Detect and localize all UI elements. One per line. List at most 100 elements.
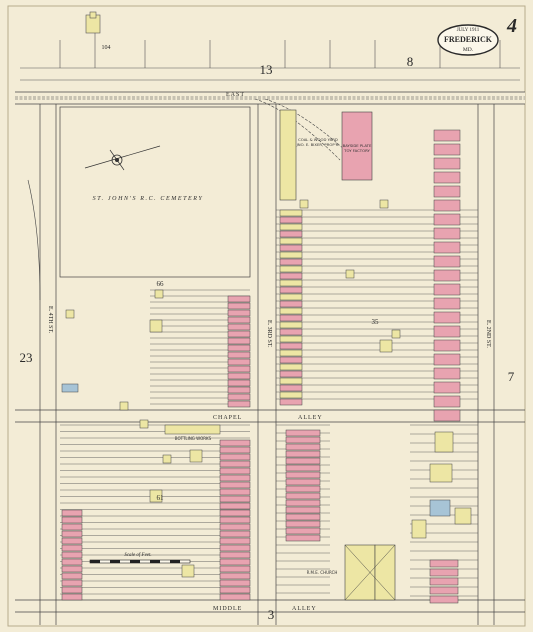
brick-dwelling: [219, 516, 251, 524]
shed: [149, 319, 163, 333]
brick-dwelling: [433, 227, 461, 240]
brick-dwelling: [429, 568, 459, 577]
brick-dwelling: [429, 586, 459, 595]
brick-dwelling: [61, 586, 83, 594]
brick-dwelling: [227, 330, 251, 338]
brick-dwelling: [433, 297, 461, 310]
dwelling: [279, 314, 303, 322]
dwelling: [279, 384, 303, 392]
brick-dwelling: [285, 513, 321, 521]
dwelling: [279, 377, 303, 385]
e4th-street-label: E. 4TH ST.: [47, 306, 53, 334]
outbuilding: [119, 401, 129, 411]
north-building-ell: [89, 11, 97, 19]
factory-label-1: BAYSIDE PLATE: [343, 143, 372, 148]
dwelling: [279, 328, 303, 336]
shed: [379, 339, 393, 353]
frame-house: [411, 519, 427, 539]
curved-track: [27, 179, 41, 301]
block-66: 66: [157, 280, 165, 288]
brick-dwelling: [433, 129, 461, 142]
church-x-2: [344, 544, 396, 601]
dwelling: [279, 223, 303, 231]
shed: [149, 489, 163, 503]
brick-dwelling: [219, 495, 251, 503]
date-label: JULY 1911: [457, 28, 480, 33]
brick-dwelling: [61, 544, 83, 552]
coal-shed: [279, 109, 297, 201]
shed: [181, 564, 195, 578]
block-35: 35: [372, 318, 380, 326]
dwelling: [279, 335, 303, 343]
sheet-ref-8: 8: [407, 54, 414, 69]
brick-dwelling: [227, 365, 251, 373]
brick-dwelling: [433, 311, 461, 324]
brick-dwelling: [227, 393, 251, 401]
brick-dwelling: [227, 351, 251, 359]
sheet-ref-3: 3: [268, 607, 275, 622]
brick-dwelling: [61, 530, 83, 538]
dwelling: [279, 279, 303, 287]
buildings: [61, 129, 472, 604]
brick-dwelling: [219, 537, 251, 545]
scale-label: Scale of Feet.: [124, 553, 151, 558]
cemetery-label: ST. JOHN'S R.C. CEMETERY: [93, 196, 204, 202]
brick-dwelling: [219, 586, 251, 594]
outbuilding: [65, 309, 75, 319]
dwelling: [279, 349, 303, 357]
brick-dwelling: [219, 488, 251, 496]
brick-dwelling: [227, 379, 251, 387]
brick-dwelling: [429, 595, 459, 604]
brick-dwelling: [429, 577, 459, 586]
brick-dwelling: [61, 579, 83, 587]
east-street: [15, 91, 525, 161]
brick-dwelling: [219, 572, 251, 580]
brick-dwelling: [285, 457, 321, 465]
brick-dwelling: [285, 464, 321, 472]
brick-dwelling: [61, 537, 83, 545]
state-label: MD.: [463, 47, 474, 53]
brick-dwelling: [219, 544, 251, 552]
brick-dwelling: [433, 185, 461, 198]
sheet-ref-13: 13: [260, 62, 273, 77]
brick-dwelling: [227, 372, 251, 380]
brick-dwelling: [433, 157, 461, 170]
sheet-ref-7: 7: [508, 369, 515, 384]
brick-dwelling: [433, 381, 461, 394]
cemetery-boundary: [59, 106, 251, 278]
dwelling: [279, 216, 303, 224]
brick-dwelling: [433, 171, 461, 184]
brick-dwelling: [285, 450, 321, 458]
shed: [189, 449, 203, 463]
compass-rose: [84, 145, 161, 171]
middle-alley-label: ALLEY: [292, 606, 317, 612]
brick-dwelling: [433, 409, 461, 422]
brick-dwelling: [433, 199, 461, 212]
brick-dwelling: [227, 358, 251, 366]
brick-dwelling: [227, 295, 251, 303]
dwelling: [279, 286, 303, 294]
dwelling: [279, 363, 303, 371]
frame-house: [434, 431, 454, 453]
dwelling: [279, 391, 303, 399]
outbuilding: [162, 454, 172, 464]
brick-dwelling: [285, 506, 321, 514]
sheet-number: 4: [506, 15, 517, 37]
brick-dwelling: [219, 558, 251, 566]
brick-dwelling: [219, 460, 251, 468]
brick-dwelling: [285, 520, 321, 528]
dwelling: [279, 321, 303, 329]
east-street-label: EAST: [226, 92, 245, 98]
chapel-alley-label: ALLEY: [298, 415, 323, 421]
church-label: R.M.E. CHURCH: [307, 570, 338, 575]
church-annex: [374, 544, 396, 601]
frame-house: [454, 507, 472, 525]
brick-dwelling: [433, 325, 461, 338]
dwelling: [279, 293, 303, 301]
brick-dwelling: [219, 593, 251, 601]
brick-dwelling: [227, 309, 251, 317]
brick-dwelling: [285, 527, 321, 535]
chapel-label: CHAPEL: [213, 415, 242, 421]
brick-dwelling: [429, 559, 459, 568]
coal-yard-label-1: COAL & WOOD YARD: [298, 137, 338, 142]
